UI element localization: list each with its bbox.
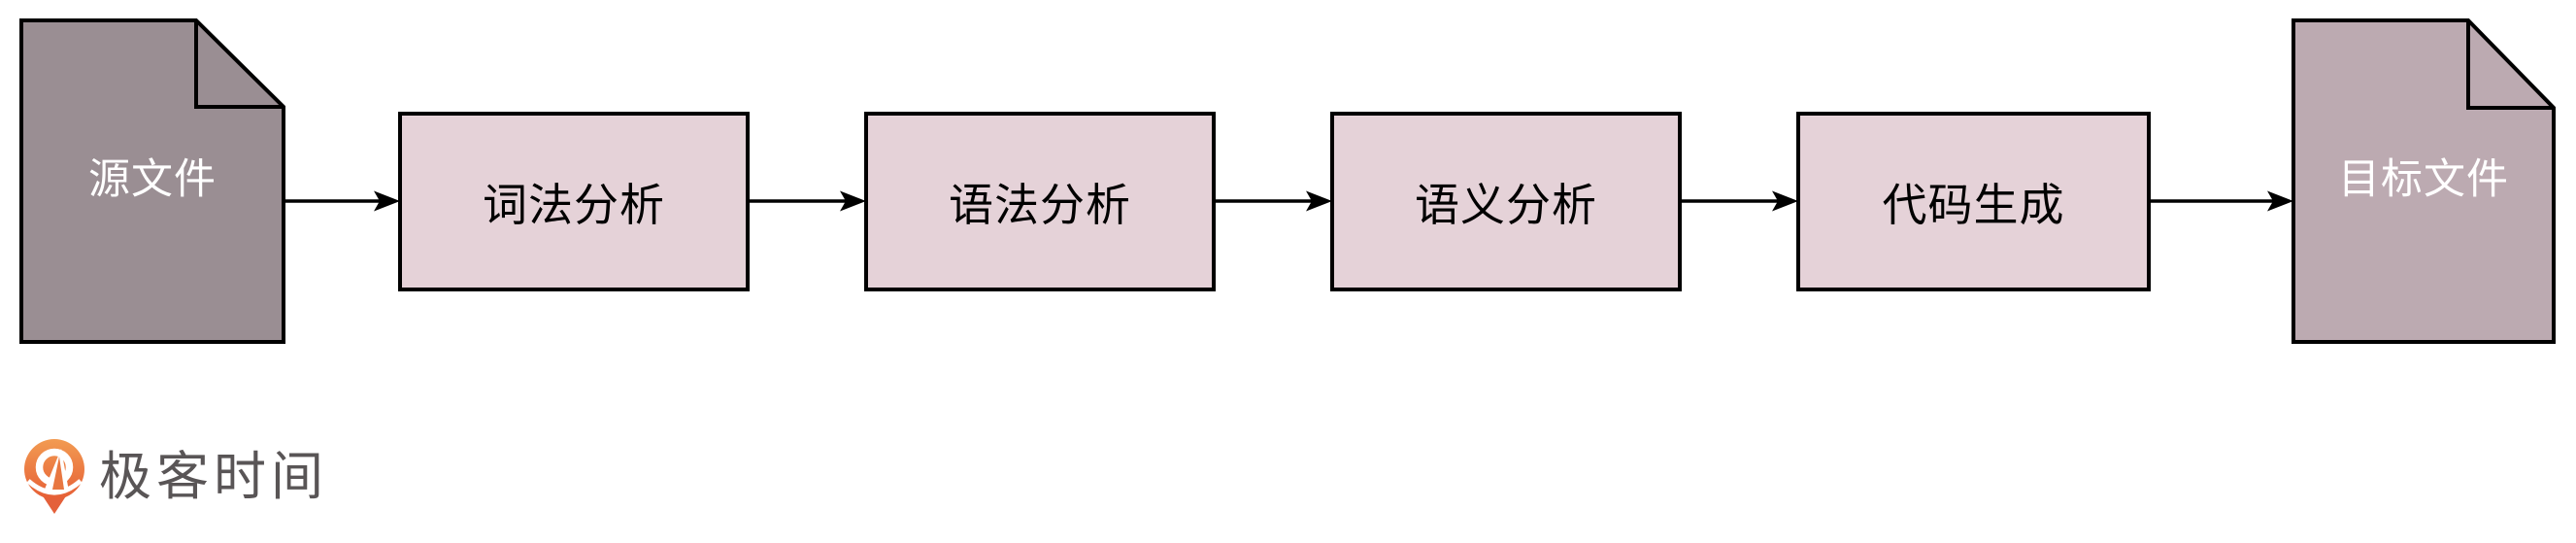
target-file-fold-corner bbox=[2466, 20, 2554, 110]
source-file-shape bbox=[19, 18, 285, 344]
stage-box-code-generation bbox=[1796, 112, 2151, 291]
target-file-shape bbox=[2292, 18, 2556, 344]
flow-arrow-3 bbox=[1216, 190, 1332, 212]
flow-arrow-5 bbox=[2151, 190, 2293, 212]
target-file-body bbox=[2292, 18, 2556, 344]
flow-arrow-1 bbox=[285, 190, 400, 212]
stage-box-syntax-analysis bbox=[864, 112, 1216, 291]
source-file-fold-corner bbox=[194, 20, 284, 109]
stage-box-semantic-analysis bbox=[1330, 112, 1682, 291]
brand-logo: 极客时间 bbox=[24, 439, 328, 515]
flow-arrow-4 bbox=[1682, 190, 1798, 212]
stage-box-lexical-analysis bbox=[398, 112, 750, 291]
source-file-body bbox=[19, 18, 285, 344]
geektime-logo-icon bbox=[24, 439, 84, 514]
flow-arrow-2 bbox=[750, 190, 866, 212]
brand-name: 极客时间 bbox=[99, 448, 328, 506]
